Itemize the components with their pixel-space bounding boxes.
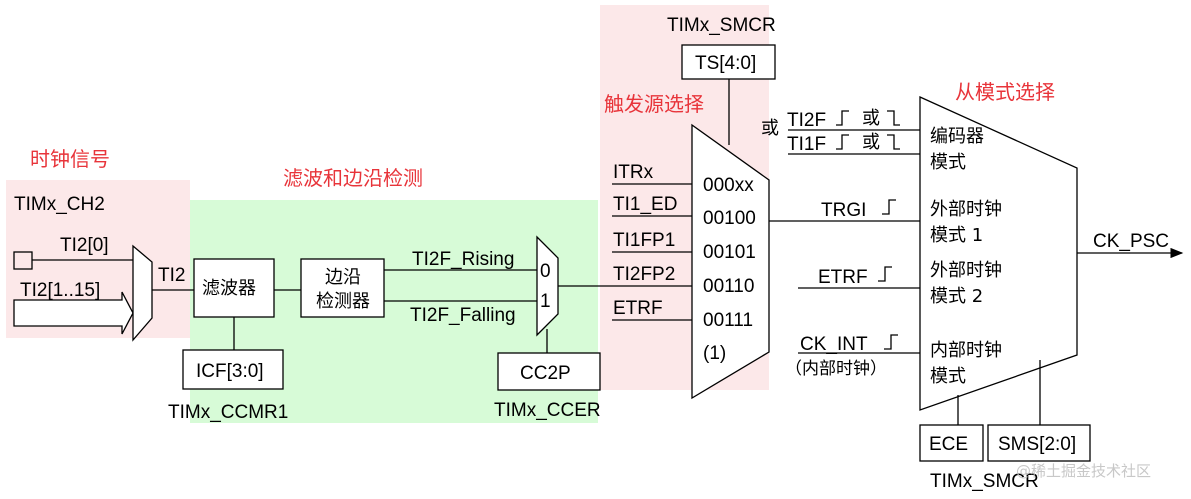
mode-ext2-line2: 模式 2 bbox=[930, 286, 983, 307]
trigger-input-ti1-ed: TI1_ED bbox=[613, 194, 677, 215]
trigger-source-title: 触发源选择 bbox=[604, 92, 704, 116]
ck-int-note: （内部时钟） bbox=[785, 359, 887, 379]
trigger-input-ti1fp1: TI1FP1 bbox=[613, 230, 675, 251]
polarity-mux bbox=[536, 235, 559, 337]
falling-label: TI2F_Falling bbox=[410, 305, 516, 326]
ts-register-box bbox=[681, 44, 776, 80]
trigger-input-itrx: ITRx bbox=[613, 162, 654, 183]
trigger-input-ti2fp2: TI2FP2 bbox=[613, 264, 675, 285]
trigger-code-00110: 00110 bbox=[703, 276, 754, 297]
falling-edge-icon bbox=[887, 110, 900, 126]
mode-int-line1: 内部时钟 bbox=[930, 340, 1002, 361]
rising-label: TI2F_Rising bbox=[412, 249, 514, 270]
slave-mode-mux bbox=[919, 95, 1078, 411]
slave-mode-title: 从模式选择 bbox=[955, 80, 1055, 104]
filter-edge-title: 滤波和边沿检测 bbox=[283, 166, 423, 190]
rising-edge-icon bbox=[878, 266, 892, 282]
trigger-code-00100: 00100 bbox=[703, 208, 756, 229]
trigger-input-etrf: ETRF bbox=[613, 298, 663, 319]
etrf-mode-label: ETRF bbox=[818, 267, 868, 288]
rising-edge-icon bbox=[836, 110, 849, 126]
clock-signal-title: 时钟信号 bbox=[30, 147, 110, 171]
icf-field-label: ICF[3:0] bbox=[196, 361, 264, 382]
trigger-code-000xx: 000xx bbox=[703, 175, 754, 196]
mode-ext1-line2: 模式 1 bbox=[930, 225, 983, 246]
sms-register-box bbox=[987, 424, 1091, 462]
edge-detector-label-2: 检测器 bbox=[316, 291, 370, 312]
enc-or-1: 或 bbox=[862, 108, 880, 129]
trigger-mux bbox=[691, 123, 770, 400]
watermark: @稀土掘金技术社区 bbox=[1016, 462, 1151, 480]
ck-int-label: CK_INT bbox=[800, 334, 868, 355]
polarity-mux-in1: 1 bbox=[540, 291, 551, 312]
trgi-label: TRGI bbox=[821, 200, 866, 221]
mode-encoder-line2: 模式 bbox=[930, 152, 966, 173]
rising-edge-icon bbox=[836, 134, 849, 150]
rising-edge-icon bbox=[884, 334, 898, 350]
ti2-label: TI2 bbox=[158, 265, 185, 286]
edge-detector-block bbox=[300, 258, 385, 318]
ck-psc-label: CK_PSC bbox=[1093, 231, 1169, 252]
ccmr1-register-label: TIMx_CCMR1 bbox=[168, 402, 288, 423]
enc-ti1f-label: TI1F bbox=[787, 134, 826, 155]
smcr-register-label-bottom: TIMx_SMCR bbox=[930, 471, 1039, 492]
ti2-bus-label: TI2[1..15] bbox=[20, 280, 100, 301]
enc-or-2: 或 bbox=[862, 132, 880, 153]
enc-ti2f-label: TI2F bbox=[787, 110, 826, 131]
mode-ext1-line1: 外部时钟 bbox=[930, 199, 1002, 220]
trigger-code-00101: 00101 bbox=[703, 242, 756, 263]
ts-field-label: TS[4:0] bbox=[695, 53, 756, 74]
input-mux bbox=[132, 244, 153, 342]
cc2p-field-label: CC2P bbox=[520, 363, 571, 384]
channel-label: TIMx_CH2 bbox=[14, 194, 105, 215]
rising-edge-icon bbox=[882, 199, 896, 215]
falling-edge-icon bbox=[887, 134, 900, 150]
edge-detector-label-1: 边沿 bbox=[325, 267, 361, 288]
or-left-label: 或 bbox=[761, 118, 779, 139]
ti2-bus-arrow bbox=[13, 291, 134, 335]
icf-register-box bbox=[182, 349, 284, 390]
filter-label: 滤波器 bbox=[202, 278, 256, 299]
ti2-0-label: TI2[0] bbox=[60, 235, 109, 256]
smcr-register-label-top: TIMx_SMCR bbox=[667, 15, 776, 36]
cc2p-register-box bbox=[497, 352, 601, 391]
ece-field-label: ECE bbox=[929, 434, 968, 455]
trigger-code-note: (1) bbox=[703, 343, 726, 364]
sms-field-label: SMS[2:0] bbox=[998, 434, 1076, 455]
mode-encoder-line1: 编码器 bbox=[930, 126, 984, 147]
mode-int-line2: 模式 bbox=[930, 366, 966, 387]
ece-register-box bbox=[919, 424, 984, 462]
ccer-register-label: TIMx_CCER bbox=[494, 400, 601, 421]
polarity-mux-in0: 0 bbox=[540, 261, 551, 282]
trigger-code-00111: 00111 bbox=[703, 310, 753, 331]
mode-ext2-line1: 外部时钟 bbox=[930, 260, 1002, 281]
